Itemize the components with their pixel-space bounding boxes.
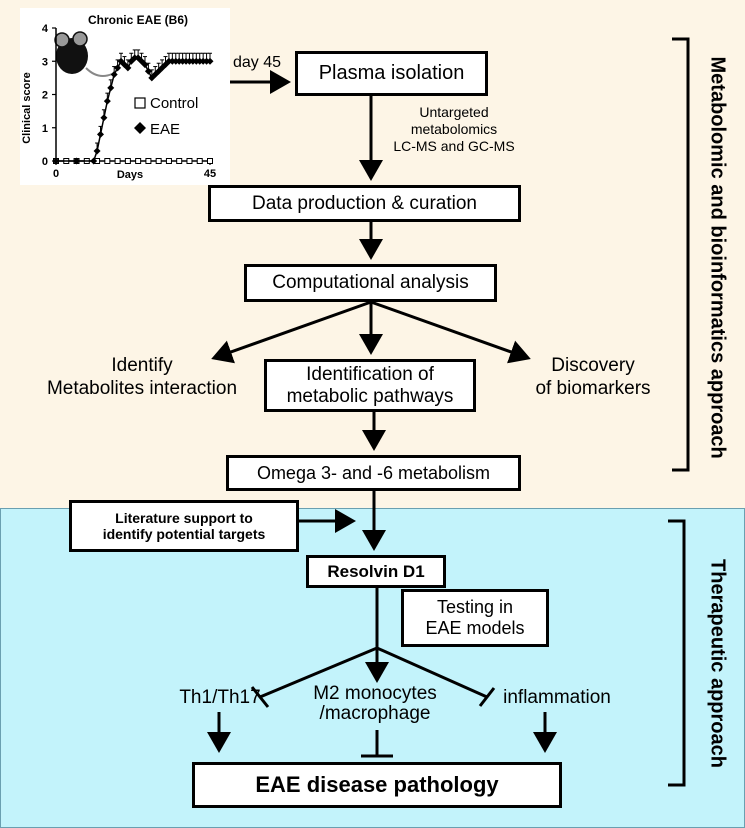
eae-point <box>144 67 152 75</box>
literature-support-box: Literature support to identify potential… <box>69 500 299 552</box>
control-point <box>196 158 203 164</box>
y-tick-label: 2 <box>42 90 48 102</box>
eae-clinical-score-chart: Chronic EAE (B6) Clinical score Days 0 1 2… <box>20 8 230 185</box>
eae-point <box>52 157 60 165</box>
identify-metabolites-label: Identify Metabolites interaction <box>46 355 238 399</box>
eae-point <box>96 130 104 138</box>
th1-th17-label: Th1/Th17 <box>179 687 261 708</box>
control-point <box>124 158 131 164</box>
control-point <box>186 158 193 164</box>
chart-plot: Chronic EAE (B6) Clinical score Days 0 1 2… <box>21 13 216 181</box>
computational-analysis-box: Computational analysis <box>244 264 497 302</box>
control-point <box>176 158 183 164</box>
legend-control-marker <box>134 97 146 109</box>
untargeted-metabolomics-label: Untargeted metabolomics LC-MS and GC-MS <box>393 104 515 154</box>
mouse-icon <box>54 31 113 77</box>
y-tick-label: 3 <box>42 56 48 68</box>
control-point <box>145 158 152 164</box>
inflammation-label: inflammation <box>503 687 611 708</box>
metabolic-pathways-box: Identification of metabolic pathways <box>264 359 476 412</box>
legend-eae-marker <box>134 122 146 134</box>
control-point <box>165 158 172 164</box>
eae-point <box>103 97 111 105</box>
chart-title: Chronic EAE (B6) <box>88 13 188 27</box>
chart-legend: Control EAE <box>134 95 198 138</box>
eae-point <box>100 114 108 122</box>
testing-eae-models-box: Testing in EAE models <box>401 589 549 647</box>
plasma-isolation-box: Plasma isolation <box>295 51 488 96</box>
metabolomic-approach-label: Metabolomic and bioinformatics approach <box>706 56 729 459</box>
eae-point <box>110 71 118 79</box>
eae-point <box>114 64 122 72</box>
eae-point <box>141 61 149 69</box>
chart-y-axis-label: Clinical score <box>21 72 33 144</box>
y-tick-label: 4 <box>42 23 49 35</box>
x-tick-label: 0 <box>53 168 59 180</box>
data-production-box: Data production & curation <box>208 185 521 222</box>
m2-macrophage-label: M2 monocytes /macrophage <box>313 683 437 724</box>
eae-point <box>107 84 115 92</box>
y-tick-label: 0 <box>42 156 48 168</box>
control-point <box>114 158 121 164</box>
biomarkers-label: Discovery of biomarkers <box>535 355 651 399</box>
day-45-label: day 45 <box>233 54 282 71</box>
chart-x-axis-label: Days <box>117 169 143 181</box>
omega-metabolism-box: Omega 3- and -6 metabolism <box>226 455 521 491</box>
eae-point <box>90 157 98 165</box>
legend-eae-label: EAE <box>150 121 180 138</box>
control-point <box>155 158 162 164</box>
eae-point <box>124 64 132 72</box>
eae-disease-pathology-box: EAE disease pathology <box>192 762 562 808</box>
therapeutic-approach-label: Therapeutic approach <box>706 559 729 768</box>
x-tick-label: 45 <box>204 168 216 180</box>
y-tick-label: 1 <box>42 123 48 135</box>
eae-point <box>206 57 214 65</box>
eae-point <box>73 157 81 165</box>
resolvin-d1-box: Resolvin D1 <box>306 555 446 588</box>
control-point <box>207 158 213 164</box>
eae-point <box>93 147 101 155</box>
control-point <box>104 158 111 164</box>
legend-control-label: Control <box>150 95 198 112</box>
control-point <box>135 158 142 164</box>
